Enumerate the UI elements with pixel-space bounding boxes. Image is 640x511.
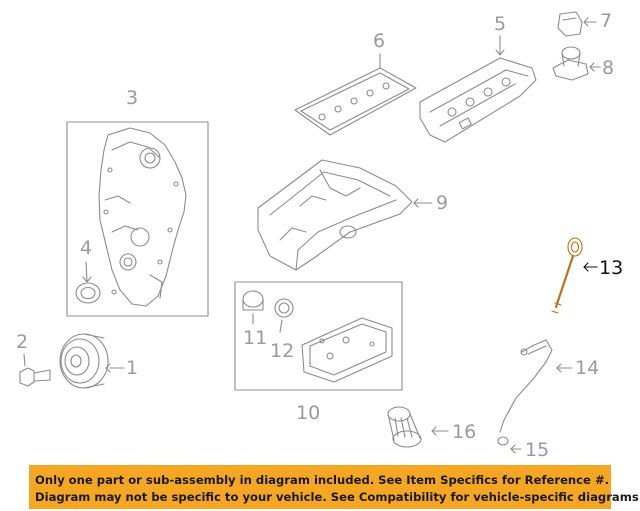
oil-pan-group-box	[234, 281, 403, 391]
part-oil-dipstick[interactable]	[551, 237, 598, 314]
callout-8[interactable]: 8	[602, 57, 615, 79]
part-dipstick-tube-o-ring[interactable]	[497, 436, 522, 454]
part-drain-plug-washer[interactable]	[274, 298, 294, 333]
part-crankshaft-pulley[interactable]	[59, 333, 125, 389]
part-valve-cover[interactable]	[419, 35, 537, 143]
part-upper-oil-pan[interactable]	[257, 159, 433, 271]
part-oil-filler-neck[interactable]	[552, 46, 601, 81]
part-drain-plug[interactable]	[242, 290, 264, 325]
timing-cover-group-box	[66, 121, 209, 317]
callout-3[interactable]: 3	[126, 87, 139, 109]
callout-5[interactable]: 5	[494, 13, 507, 35]
callout-9[interactable]: 9	[436, 192, 449, 214]
part-lower-oil-pan[interactable]	[301, 317, 393, 383]
part-timing-cover[interactable]	[98, 127, 187, 307]
part-dipstick-tube[interactable]	[499, 339, 573, 433]
callout-1[interactable]: 1	[126, 357, 139, 379]
part-valve-cover-gasket[interactable]	[294, 53, 417, 136]
exploded-parts-diagram	[19, 11, 601, 454]
callout-14[interactable]: 14	[575, 357, 600, 379]
callout-13[interactable]: 13	[599, 257, 624, 279]
callout-4[interactable]: 4	[80, 237, 93, 259]
disclaimer-banner: Only one part or sub-assembly in diagram…	[29, 465, 640, 509]
callout-12[interactable]: 12	[270, 340, 295, 362]
part-oil-filler-cap[interactable]	[557, 11, 597, 37]
callout-7[interactable]: 7	[600, 10, 613, 32]
disclaimer-line-2: Diagram may not be specific to your vehi…	[35, 490, 640, 504]
part-front-seal[interactable]	[75, 261, 101, 304]
callout-16[interactable]: 16	[452, 421, 477, 443]
part-pulley-bolt[interactable]	[19, 353, 51, 387]
callout-10[interactable]: 10	[296, 402, 321, 424]
callout-11[interactable]: 11	[243, 327, 268, 349]
callout-15[interactable]: 15	[525, 439, 550, 461]
callout-2[interactable]: 2	[16, 331, 29, 353]
part-oil-filter[interactable]	[387, 406, 449, 448]
disclaimer-line-1: Only one part or sub-assembly in diagram…	[35, 473, 610, 487]
callout-6[interactable]: 6	[373, 30, 386, 52]
